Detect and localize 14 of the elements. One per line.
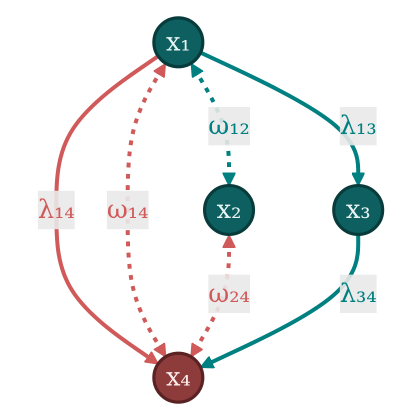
node-circle: x₃ [332,184,384,236]
edge-label: λ₃₄ [340,278,376,308]
edge-label: ω₁₄ [106,194,148,224]
arrow [199,50,366,186]
node-circle: x₁ [152,16,204,68]
arrow [125,63,166,358]
arrow [54,54,160,364]
arrow [200,234,360,368]
edge-label: λ₁₃ [340,110,376,141]
edge-label: ω₂₄ [208,278,250,308]
node-circle: x₂ [202,184,255,236]
edge-label: λ₁₄ [38,194,74,224]
node-circle: x₄ [152,352,204,404]
edge-label: ω₁₂ [208,110,250,141]
